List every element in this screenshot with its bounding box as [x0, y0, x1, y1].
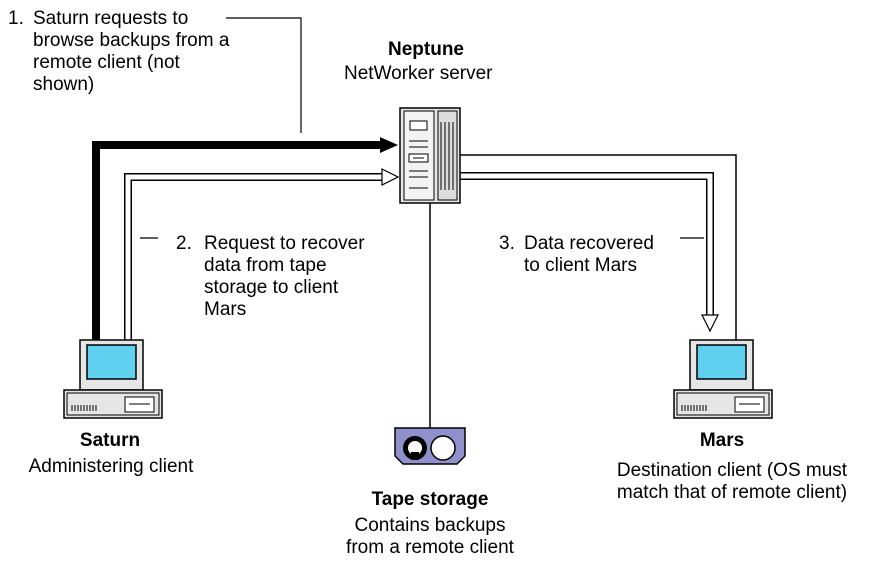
step-text: Request to recover data from tape storag… — [204, 233, 365, 320]
server-role: NetWorker server — [344, 63, 493, 84]
dest-client-role-line2: match that of remote client) — [616, 482, 848, 503]
step1-browse-arrow — [92, 137, 398, 343]
dest-client-name: Mars — [699, 430, 745, 451]
tape-name: Tape storage — [371, 489, 489, 510]
step3-data-arrow — [460, 172, 719, 333]
step2-request-arrow — [124, 168, 400, 343]
server-icon — [399, 107, 461, 204]
step-number: 1. — [8, 8, 24, 29]
computer-icon — [63, 339, 163, 419]
step1-label: 1. Saturn requests to browse backups fro… — [8, 8, 229, 96]
step3-label: 3. Data recovered to client Mars — [499, 233, 654, 277]
server-to-mars-line — [460, 154, 737, 340]
tape-desc-line1: Contains backups — [354, 515, 506, 536]
label-leaders — [140, 17, 704, 239]
admin-client-role: Administering client — [28, 456, 194, 477]
tape-desc-line2: from a remote client — [346, 537, 514, 558]
step-number: 3. — [499, 233, 515, 254]
step2-label: 2. Request to recover data from tape sto… — [176, 233, 365, 321]
admin-client-name: Saturn — [79, 430, 141, 451]
server-name: Neptune — [388, 39, 464, 60]
computer-icon — [673, 339, 773, 419]
step-text: Saturn requests to browse backups from a… — [33, 8, 230, 95]
step-number: 2. — [176, 233, 192, 254]
dest-client-role-line1: Destination client (OS must — [616, 460, 848, 481]
step-text: Data recovered to client Mars — [524, 233, 654, 276]
tape-icon — [394, 427, 466, 465]
